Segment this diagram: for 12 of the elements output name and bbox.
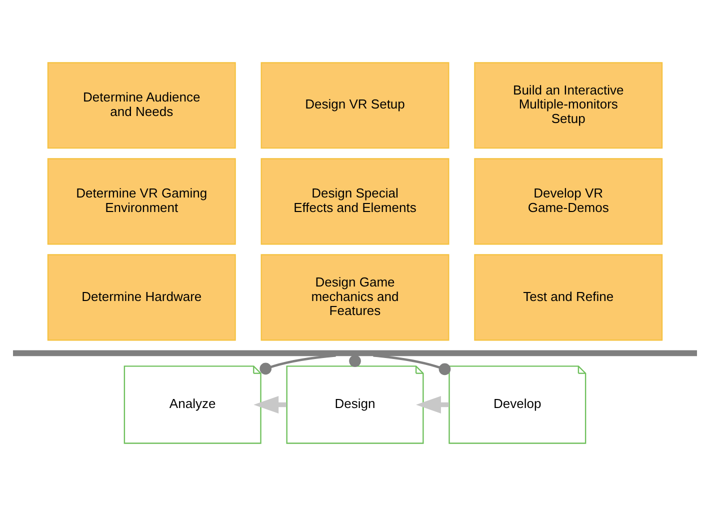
node-box: Build an Interactive Multiple-monitors Setup [474, 62, 663, 149]
node-box: Develop VR Game-Demos [474, 158, 663, 245]
node-box: Design VR Setup [260, 62, 450, 149]
connector [260, 354, 336, 375]
node-box: Determine Hardware [47, 254, 236, 341]
node-box: Determine VR Gaming Environment [47, 158, 236, 245]
arrow [416, 396, 449, 414]
node-box: Design Special Effects and Elements [260, 158, 450, 245]
node-box: Determine Audience and Needs [47, 62, 236, 149]
node-box: Design Game mechanics and Features [260, 254, 450, 341]
arrow [254, 396, 287, 414]
node-box: Test and Refine [474, 254, 663, 341]
